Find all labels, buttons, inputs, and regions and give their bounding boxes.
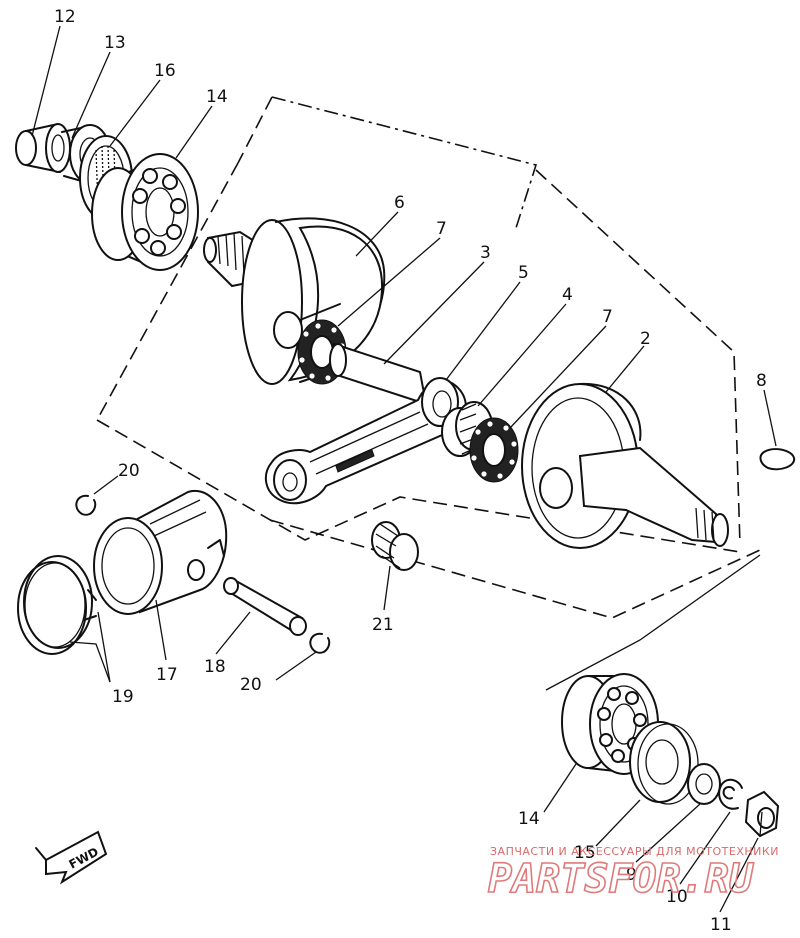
part-11-nut <box>744 790 780 838</box>
part-21-smallend-bearing <box>371 521 419 571</box>
part-20-circlip-top <box>75 494 97 516</box>
part-2-right-crank-half <box>521 382 729 549</box>
part-9-washer <box>687 763 721 805</box>
label-6: 6 <box>394 193 405 213</box>
part-3-crank-pin <box>329 342 428 406</box>
label-20-bottom: 20 <box>240 675 262 695</box>
label-5: 5 <box>518 263 529 283</box>
label-14-bottom: 14 <box>518 809 540 829</box>
label-10: 10 <box>666 887 688 907</box>
label-14-top: 14 <box>206 87 228 107</box>
connecting-rod <box>264 377 467 505</box>
label-16: 16 <box>154 61 176 81</box>
part-18-piston-pin <box>223 577 307 636</box>
label-17: 17 <box>156 665 178 685</box>
part-15-oil-seal <box>629 721 699 805</box>
leader-lines <box>31 25 777 913</box>
label-9: 9 <box>626 865 637 885</box>
part-14-ball-bearing-left <box>91 153 199 271</box>
part-8-woodruff-key <box>759 448 796 471</box>
watermark-brand: PARTSFOR.RU <box>488 856 754 902</box>
label-7-top: 7 <box>436 219 447 239</box>
label-4: 4 <box>562 285 573 305</box>
part-10-lock-washer <box>718 778 743 810</box>
label-15: 15 <box>574 843 596 863</box>
part-19-piston-rings <box>17 555 97 655</box>
label-20-top: 20 <box>118 461 140 481</box>
part-number-labels: 12 13 16 14 6 7 3 5 4 7 2 8 20 21 17 18 … <box>54 7 767 935</box>
label-18: 18 <box>204 657 226 677</box>
watermark-tagline: ЗАПЧАСТИ И АКСЕССУАРЫ ДЛЯ МОТОТЕХНИКИ <box>490 845 779 858</box>
label-13: 13 <box>104 33 126 53</box>
part-17-piston <box>93 489 228 615</box>
label-21: 21 <box>372 615 394 635</box>
label-12: 12 <box>54 7 76 27</box>
watermark: ЗАПЧАСТИ И АКСЕССУАРЫ ДЛЯ МОТОТЕХНИКИ PA… <box>487 845 779 903</box>
label-8: 8 <box>756 371 767 391</box>
label-11: 11 <box>710 915 732 935</box>
label-19: 19 <box>112 687 134 707</box>
forward-direction-badge: FWD <box>35 830 108 885</box>
label-7-mid: 7 <box>602 307 613 327</box>
part-12-seal <box>15 123 71 173</box>
part-20-circlip-bottom <box>309 632 331 654</box>
label-2: 2 <box>640 329 651 349</box>
label-3: 3 <box>480 243 491 263</box>
part-7-washer-mid <box>469 417 519 483</box>
